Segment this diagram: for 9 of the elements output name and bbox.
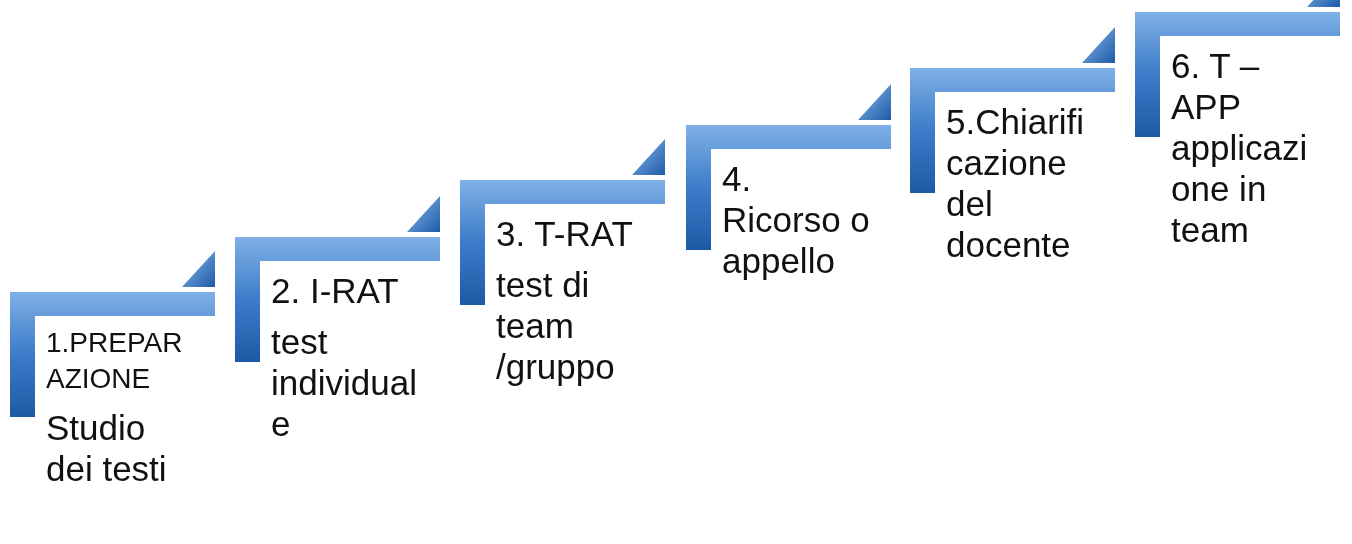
step-title: 4. Ricorso o appello: [722, 158, 871, 281]
step-title: 2. I-RAT: [271, 270, 400, 311]
step-title: 3. T-RAT: [496, 213, 634, 254]
step-description: test di team /gruppo: [496, 264, 616, 387]
step-title: 1.PREPARAZIONE: [46, 326, 184, 396]
step-title: 6. T – APP applicazione in team: [1171, 45, 1309, 250]
step-title: 5.Chiarificazione del docente: [946, 101, 1086, 265]
step-description: Studio dei testi: [46, 407, 168, 489]
step-description: test individuale: [271, 321, 418, 444]
